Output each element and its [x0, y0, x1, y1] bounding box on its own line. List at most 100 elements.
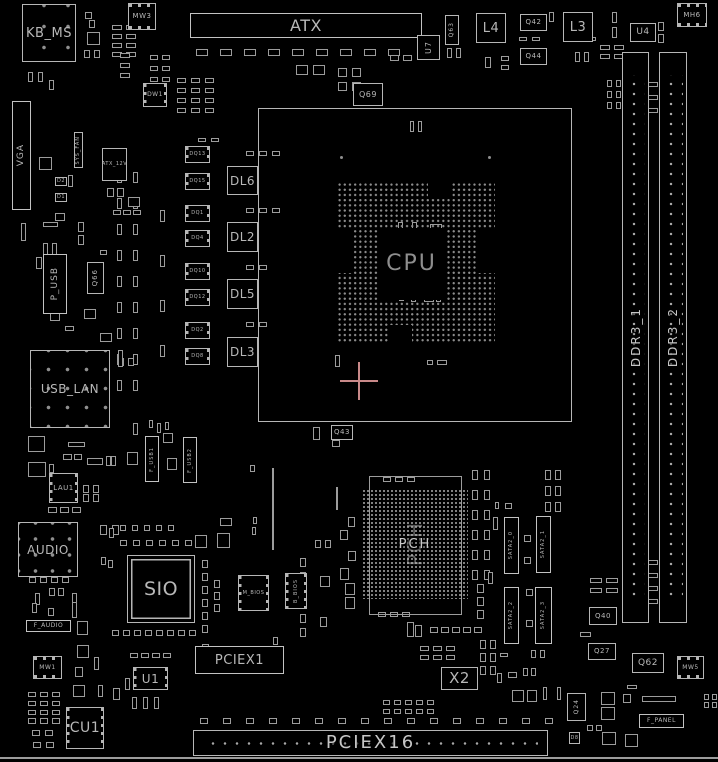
passive-pad — [338, 68, 347, 77]
passive-pad — [160, 345, 165, 357]
passive-pad — [167, 458, 177, 470]
passive-pad — [132, 525, 138, 531]
mw1-mount-hole-label: MW1 — [39, 663, 56, 671]
passive-pad — [28, 701, 36, 706]
passive-pad — [648, 573, 658, 578]
passive-pad — [246, 718, 254, 724]
atx-12v-connector: ATX_12V — [102, 148, 127, 181]
passive-pad — [214, 580, 220, 588]
b-bios-chip: B_BIOS — [285, 573, 307, 609]
passive-pad — [120, 73, 130, 78]
passive-pad — [72, 602, 77, 618]
pciex16-slot-pinfield — [203, 737, 538, 751]
passive-pad — [433, 646, 442, 651]
f-panel-header-label: F_PANEL — [647, 717, 676, 724]
cu1-label: CU1 — [69, 720, 101, 736]
passive-pad — [52, 710, 60, 715]
dq12-label: DQ12 — [189, 294, 206, 300]
passive-pad — [484, 470, 490, 480]
sata2-0-connector: SATA2_0 — [504, 517, 519, 574]
passive-pad — [505, 503, 512, 509]
passive-pad — [28, 72, 33, 82]
passive-pad — [315, 540, 321, 548]
dl2: DL2 — [227, 222, 258, 252]
passive-pad — [40, 692, 48, 697]
dl5: DL5 — [227, 279, 258, 309]
f-usb1-header-label: F_USB1 — [148, 446, 155, 472]
passive-pad — [427, 360, 433, 365]
u7: U7 — [417, 35, 440, 60]
passive-pad — [113, 210, 121, 215]
passive-pad — [648, 586, 658, 591]
passive-pad — [415, 625, 422, 637]
passive-pad — [246, 151, 254, 156]
passive-pad — [117, 302, 122, 313]
passive-pad — [112, 34, 122, 39]
d2-label: D2 — [56, 178, 66, 184]
passive-pad — [606, 578, 618, 583]
passive-pad — [352, 68, 361, 77]
vga-connector-label: VGA — [16, 144, 26, 167]
passive-pad — [133, 224, 138, 235]
passive-pad — [614, 45, 624, 50]
passive-pad — [522, 718, 530, 724]
passive-pad — [198, 138, 206, 142]
passive-pad — [202, 599, 208, 607]
passive-pad — [627, 685, 637, 689]
passive-pad — [133, 210, 141, 215]
passive-pad — [160, 210, 165, 222]
u1-label: U1 — [141, 671, 160, 686]
dl3-label: DL3 — [229, 345, 256, 359]
passive-pad — [49, 464, 54, 473]
q27: Q27 — [588, 643, 616, 660]
passive-pad — [472, 570, 478, 580]
dl3: DL3 — [227, 337, 258, 367]
trace-line — [336, 487, 338, 510]
passive-pad — [46, 742, 54, 748]
q62: Q62 — [632, 653, 664, 673]
pch-label: PCH — [398, 536, 432, 552]
passive-pad — [508, 672, 517, 678]
passive-pad — [527, 690, 537, 702]
passive-pad — [480, 666, 486, 675]
passive-pad — [485, 57, 491, 68]
passive-pad — [154, 697, 159, 709]
passive-pad — [456, 48, 461, 58]
passive-pad — [98, 685, 103, 697]
passive-pad — [38, 72, 43, 82]
passive-pad — [87, 32, 100, 45]
l4: L4 — [476, 13, 506, 43]
passive-pad — [244, 49, 256, 56]
passive-pad — [133, 328, 138, 339]
p-usb-connector-label: P_USB — [49, 267, 60, 301]
f-usb1-header: F_USB1 — [145, 436, 159, 482]
passive-pad — [495, 502, 499, 509]
passive-pad — [383, 477, 391, 482]
passive-pad — [35, 593, 40, 605]
passive-pad — [543, 687, 547, 700]
f-audio-header: F_AUDIO — [26, 620, 71, 632]
d8-label: D8 — [570, 734, 579, 741]
u4-label: U4 — [636, 27, 650, 37]
f-usb2-header: F_USB2 — [183, 437, 197, 483]
passive-pad — [28, 436, 45, 452]
passive-pad — [519, 37, 527, 41]
passive-pad — [160, 300, 165, 312]
passive-pad — [524, 557, 531, 564]
ddr3-1-slot: DDR3_1 — [622, 52, 649, 623]
passive-pad — [145, 630, 152, 636]
passive-pad — [493, 517, 498, 530]
passive-pad — [73, 685, 85, 697]
passive-pad — [165, 422, 169, 430]
passive-pad — [133, 423, 138, 435]
passive-pad — [447, 48, 452, 58]
kb-ms-connector: KB_MS — [22, 4, 76, 62]
passive-pad — [430, 627, 438, 633]
passive-pad — [100, 250, 107, 255]
passive-pad — [335, 355, 340, 367]
passive-pad — [246, 322, 254, 327]
passive-pad — [125, 678, 130, 690]
passive-pad — [272, 151, 280, 156]
passive-pad — [364, 49, 376, 56]
